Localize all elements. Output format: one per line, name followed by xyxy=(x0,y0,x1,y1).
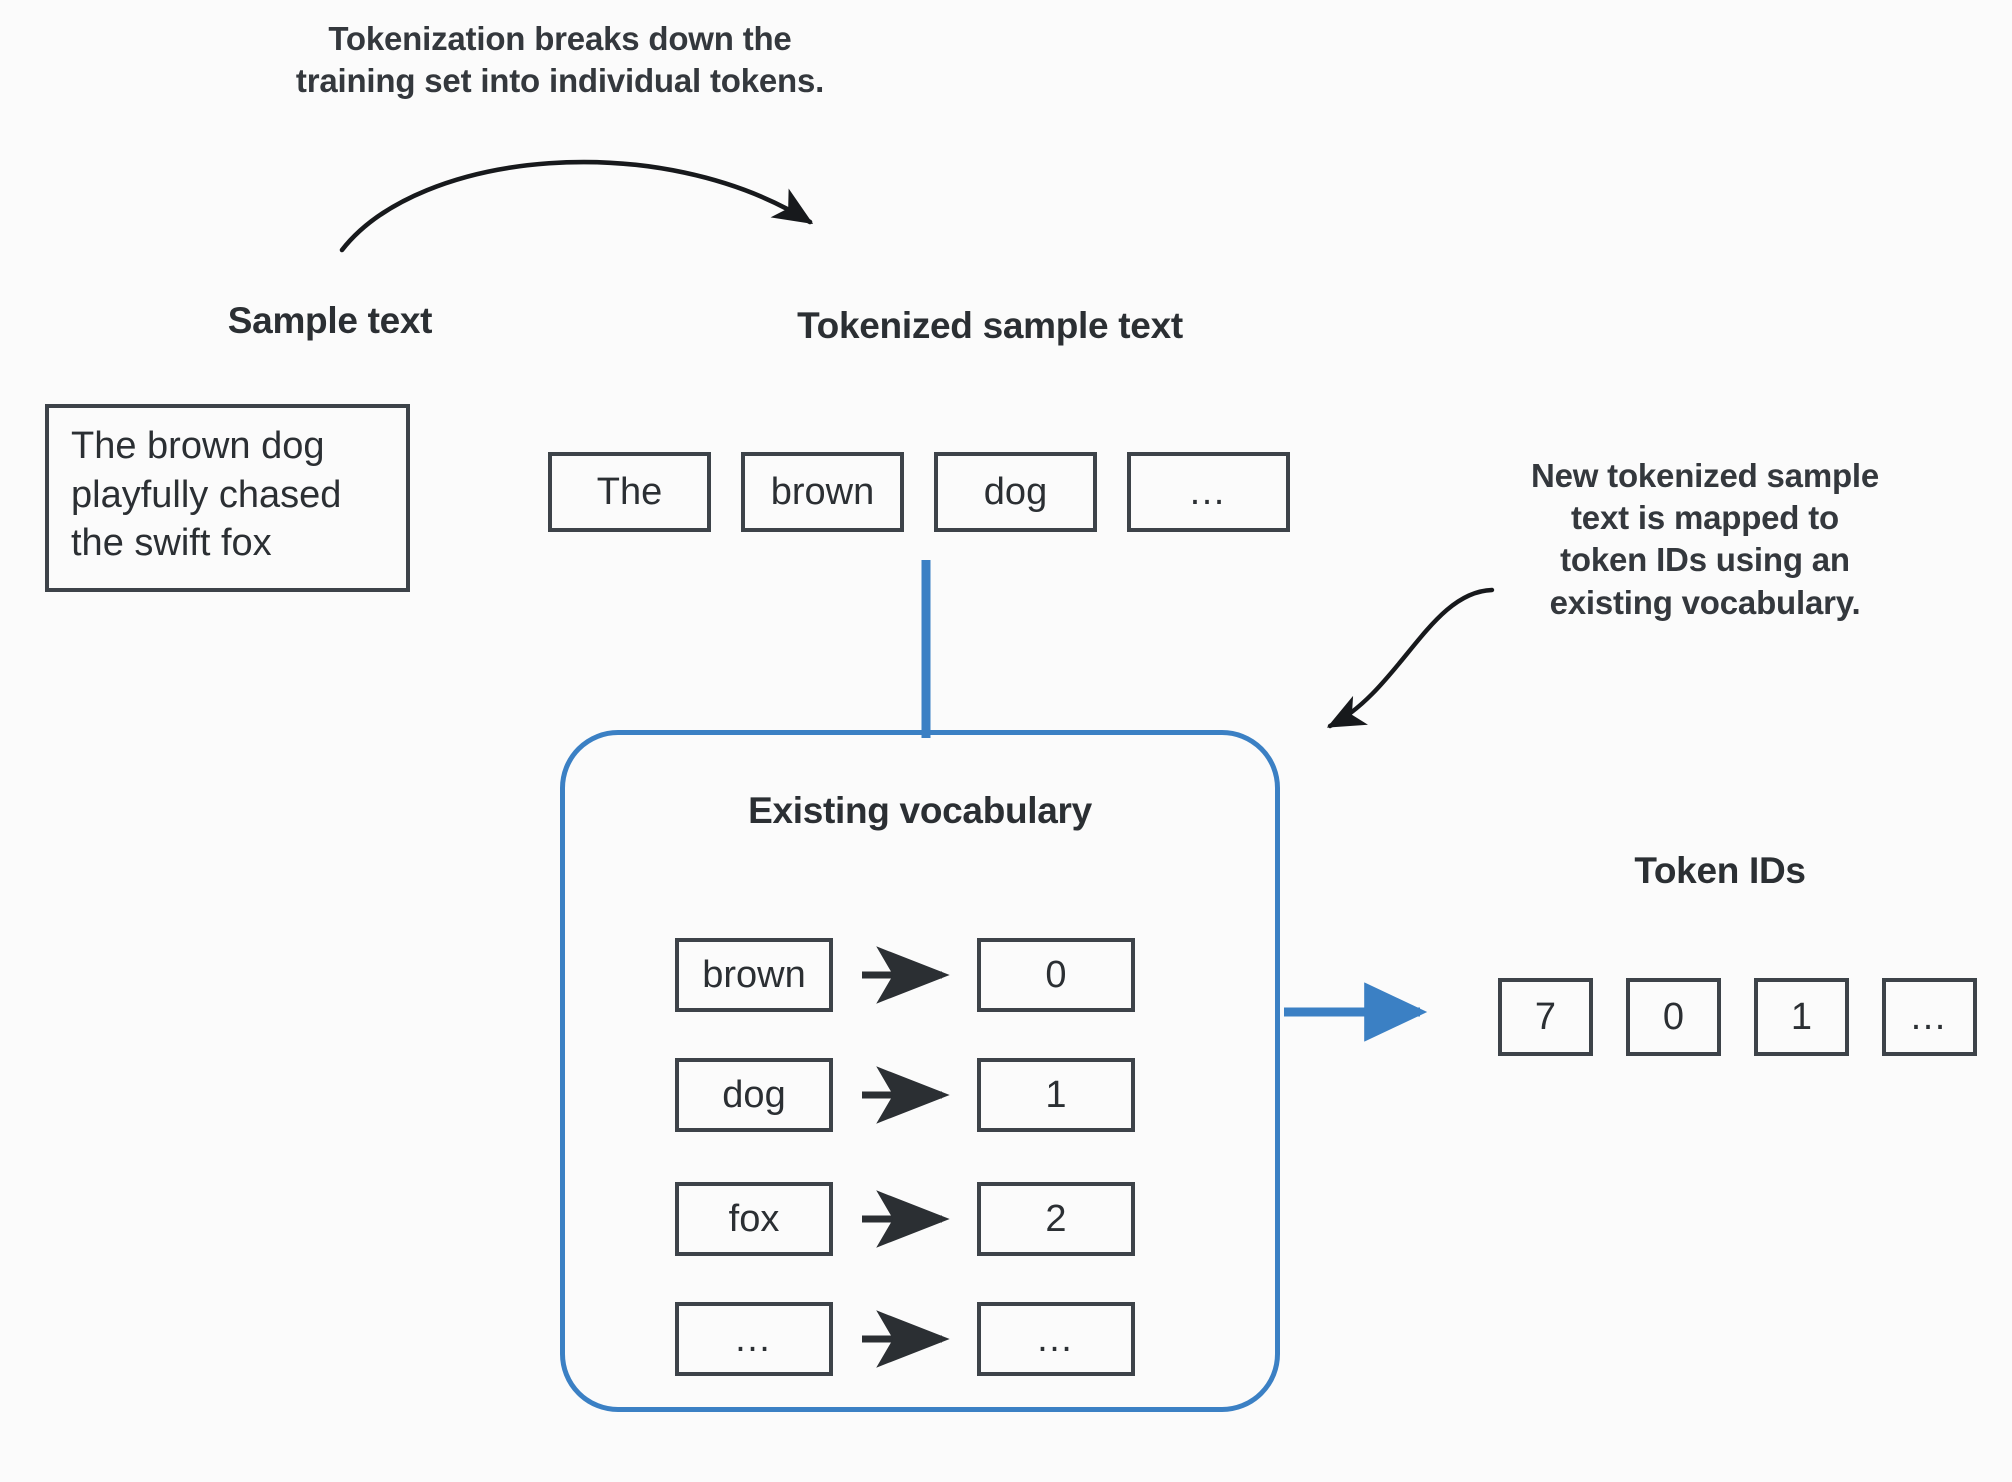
token-label: … xyxy=(1188,470,1229,513)
top-annotation-line-2: training set into individual tokens. xyxy=(295,62,825,100)
sample-text-line-2: playfully chased xyxy=(71,473,342,516)
token-label: dog xyxy=(983,470,1048,513)
token-label: brown xyxy=(770,470,875,513)
token-id-box-3: … xyxy=(1882,978,1977,1056)
existing-vocabulary-panel xyxy=(560,730,1280,1412)
existing-vocabulary-heading: Existing vocabulary xyxy=(748,790,1092,831)
vocab-id-label: 0 xyxy=(1045,953,1067,996)
right-annotation-line-3: token IDs using an xyxy=(1560,541,1850,579)
token-id-box-0: 7 xyxy=(1498,978,1593,1056)
sample-text-box: The brown dog playfully chased the swift… xyxy=(45,404,410,592)
right-annotation-line-4: existing vocabulary. xyxy=(1549,583,1861,621)
token-id-label: … xyxy=(1909,995,1950,1038)
sample-text-line-3: the swift fox xyxy=(71,522,272,565)
sample-text-heading: Sample text xyxy=(227,300,433,341)
token-label: The xyxy=(596,470,663,513)
right-annotation-line-2: text is mapped to xyxy=(1571,499,1839,537)
vocab-token-box-3: … xyxy=(675,1302,833,1376)
vocab-id-label: 1 xyxy=(1045,1073,1067,1116)
token-box-1: brown xyxy=(741,452,904,532)
right-annotation: New tokenized sample text is mapped to t… xyxy=(1500,455,1910,624)
token-ids-heading: Token IDs xyxy=(1634,850,1806,891)
vocab-token-label: … xyxy=(733,1317,775,1360)
right-annotation-line-1: New tokenized sample xyxy=(1530,457,1880,494)
vocab-id-box-2: 2 xyxy=(977,1182,1135,1256)
vocab-token-label: fox xyxy=(728,1197,780,1240)
token-id-label: 1 xyxy=(1790,995,1813,1038)
vocab-token-box-0: brown xyxy=(675,938,833,1012)
curved-arrow-tokenization xyxy=(339,159,814,253)
curved-arrow-mapping xyxy=(1326,587,1495,729)
token-box-3: … xyxy=(1127,452,1290,532)
token-id-box-1: 0 xyxy=(1626,978,1721,1056)
vocab-id-box-1: 1 xyxy=(977,1058,1135,1132)
top-annotation: Tokenization breaks down the training se… xyxy=(180,18,940,102)
vocab-token-label: brown xyxy=(702,953,806,996)
sample-text-line-1: The brown dog xyxy=(71,425,325,467)
vocab-token-box-2: fox xyxy=(675,1182,833,1256)
token-box-0: The xyxy=(548,452,711,532)
token-id-box-2: 1 xyxy=(1754,978,1849,1056)
tokenized-heading: Tokenized sample text xyxy=(797,305,1183,346)
token-id-label: 0 xyxy=(1662,995,1685,1038)
vocab-id-label: 2 xyxy=(1045,1197,1067,1240)
vocab-token-label: dog xyxy=(722,1073,786,1116)
vocab-id-box-3: … xyxy=(977,1302,1135,1376)
top-annotation-line-1: Tokenization breaks down the xyxy=(328,20,792,57)
vocab-id-box-0: 0 xyxy=(977,938,1135,1012)
vocab-id-label: … xyxy=(1035,1317,1077,1360)
vocab-token-box-1: dog xyxy=(675,1058,833,1132)
token-id-label: 7 xyxy=(1534,995,1557,1038)
token-box-2: dog xyxy=(934,452,1097,532)
